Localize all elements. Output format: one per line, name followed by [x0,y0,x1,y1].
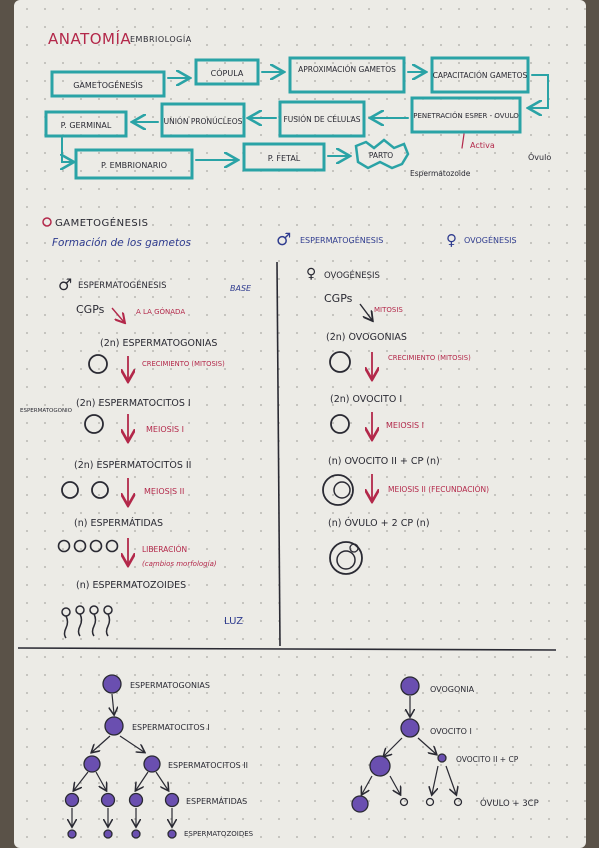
svg-text:(n) ESPERMATOZOIDES: (n) ESPERMATOZOIDES [76,580,186,591]
svg-text:(2n) OVOCITO I: (2n) OVOCITO I [330,394,402,405]
svg-text:OVOGONIA: OVOGONIA [430,685,475,694]
svg-text:ESPERMÁTIDAS: ESPERMÁTIDAS [186,795,247,806]
svg-text:(2n) ESPERMATOCITOS I: (2n) ESPERMATOCITOS I [76,398,191,409]
svg-text:FUSIÓN DE CÉLULAS: FUSIÓN DE CÉLULAS [283,115,360,124]
section-heading: GAMETOGÉNESIS [55,216,149,229]
svg-text:(cambios morfología): (cambios morfología) [142,560,217,568]
svg-text:CÓPULA: CÓPULA [211,67,244,78]
flow-box-penetracion: PENETRACIÓN ESPER - OVULO [410,96,522,134]
flow-box-fusion: FUSIÓN DE CÉLULAS [278,100,366,138]
svg-text:MEIOSIS I: MEIOSIS I [386,421,424,430]
flow-box-copula: CÓPULA [194,58,260,86]
male-label: ESPERMATOGÉNESIS [300,234,383,245]
svg-text:CGPs: CGPs [76,303,105,316]
column-divider [276,261,281,647]
svg-text:ESPERMATOGÉNESIS: ESPERMATOGÉNESIS [78,279,167,291]
svg-text:OVOCITO II + CP: OVOCITO II + CP [456,755,519,764]
female-label: OVOGÉNESIS [464,234,517,245]
male-tree: ESPERMATOGONIAS ESPERMATOCITOS I ESPERMA… [64,674,254,839]
svg-text:A LA GÓNADA: A LA GÓNADA [136,307,185,316]
svg-text:ESPERMATOGONIAS: ESPERMATOGONIAS [130,681,210,690]
svg-text:MITOSIS: MITOSIS [374,306,403,314]
svg-text:P. FETAL: P. FETAL [268,154,301,163]
svg-text:CRECIMIENTO (MITOSIS): CRECIMIENTO (MITOSIS) [388,354,471,362]
svg-text:(n) OVOCITO II + CP (n): (n) OVOCITO II + CP (n) [328,456,440,467]
svg-text:♂: ♂ [58,275,72,294]
flow-box-fetal: P. FETAL [242,142,326,172]
svg-text:ESPERMATOCITOS I: ESPERMATOCITOS I [132,723,210,732]
svg-text:ESPERMATOGONIO: ESPERMATOGONIO [20,408,73,414]
svg-text:OVOCITO I: OVOCITO I [430,727,472,736]
section-subheading: Formación de los gametos [52,237,191,249]
svg-text:APROXIMACIÓN GAMETOS: APROXIMACIÓN GAMETOS [298,65,396,74]
note-activa: Activa [470,141,495,150]
svg-text:ÓVULO + 3CP: ÓVULO + 3CP [480,797,539,809]
svg-text:LUZ: LUZ [224,616,243,627]
svg-text:(2n) OVOGONIAS: (2n) OVOGONIAS [326,332,407,343]
flow-box-aproximacion: APROXIMACIÓN GAMETOS [288,56,406,94]
svg-text:CRECIMIENTO (MITOSIS): CRECIMIENTO (MITOSIS) [142,360,225,368]
male-symbol: ♂ [276,230,291,250]
flow-box-capacitacion: CAPACITACIÓN GAMETOS [430,56,530,94]
svg-text:MEIOSIS II: MEIOSIS II [144,487,184,496]
svg-text:CAPACITACIÓN GAMETOS: CAPACITACIÓN GAMETOS [433,71,528,80]
svg-text:CGPs: CGPs [324,292,353,305]
svg-text:UNIÓN PRONÚCLEOS: UNIÓN PRONÚCLEOS [164,117,243,126]
svg-text:PARTO: PARTO [369,151,393,160]
flow-box-germinal: P. GERMINAL [44,110,128,138]
svg-text:P. EMBRIONARIO: P. EMBRIONARIO [101,161,167,170]
svg-text:LIBERACIÓN: LIBERACIÓN [142,545,187,554]
female-symbol: ♀ [446,231,457,249]
svg-text:♀: ♀ [306,266,316,282]
note-espermatozoide: Espermatozoide [410,169,471,178]
flow-box-parto: PARTO [354,138,410,170]
flow-box-embrionario: P. EMBRIONARIO [74,148,194,180]
page-title: ANATOMÍA [48,29,131,48]
horizontal-divider [17,647,557,651]
svg-text:MEIOSIS I: MEIOSIS I [146,425,184,434]
svg-text:P. GERMINAL: P. GERMINAL [61,121,112,130]
svg-text:BASE: BASE [230,284,252,293]
flow-box-union: UNIÓN PRONÚCLEOS [160,102,246,138]
page-subtitle: EMBRIOLOGÍA [130,33,192,44]
svg-text:(2n) ESPERMATOGONIAS: (2n) ESPERMATOGONIAS [100,338,217,349]
fertilization-flow: GAMETOGÉNESIS CÓPULA APROXIMACIÓN GAMETO… [44,56,551,180]
svg-text:ESPERMATOCITOS II: ESPERMATOCITOS II [168,761,248,770]
svg-text:(n) ÓVULO + 2 CP (n): (n) ÓVULO + 2 CP (n) [328,517,430,529]
svg-text:GAMETOGÉNESIS: GAMETOGÉNESIS [73,79,143,90]
female-tree: OVOGONIA OVOCITO I OVOCITO II + CP ÓVULO… [351,676,539,813]
flow-box-gametogenesis: GAMETOGÉNESIS [50,70,166,98]
svg-text:(2n) ESPERMATOCITOS II: (2n) ESPERMATOCITOS II [74,460,191,471]
svg-text:OVOGÉNESIS: OVOGÉNESIS [324,269,380,281]
svg-text:PENETRACIÓN ESPER - OVULO: PENETRACIÓN ESPER - OVULO [413,111,519,120]
svg-text:(n) ESPERMÁTIDAS: (n) ESPERMÁTIDAS [74,517,163,529]
note-ovulo: Óvulo [528,151,551,162]
female-column: ♀ OVOGÉNESIS CGPs MITOSIS (2n) OVOGONIAS… [306,266,489,575]
male-column: ♂ ESPERMATOGÉNESIS BASE CGPs A LA GÓNADA… [20,275,252,639]
svg-text:MEIOSIS II (FECUNDACIÓN): MEIOSIS II (FECUNDACIÓN) [388,485,489,494]
gametogenesis-heading: GAMETOGÉNESIS Formación de los gametos ♂… [42,216,517,250]
svg-text:ESPERMATOZOIDES: ESPERMATOZOIDES [184,830,254,838]
